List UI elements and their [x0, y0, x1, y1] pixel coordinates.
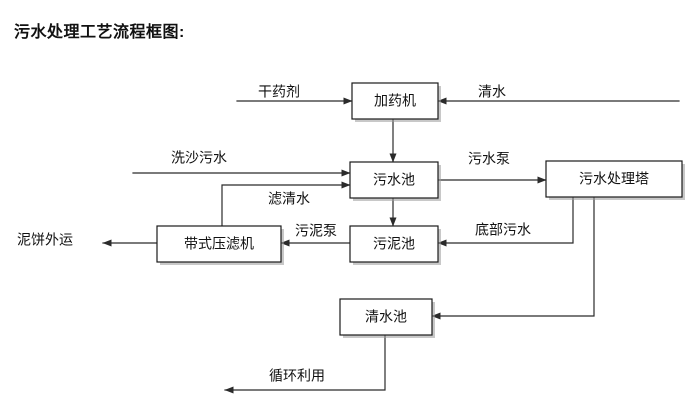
node-box — [349, 225, 439, 263]
node-dosing[interactable]: 加药机 — [351, 82, 441, 122]
io-label-dry_agent: 干药剂 — [258, 84, 300, 100]
edge-clear-pool-recycle — [224, 334, 386, 394]
io-label-sand_sewage: 洗沙污水 — [171, 150, 227, 166]
edge-label-filtrate: 滤清水 — [268, 191, 310, 207]
edge-label-sewage_pump: 污水泵 — [468, 151, 510, 167]
node-box — [351, 82, 439, 120]
node-sewage_pool[interactable]: 污水池 — [349, 161, 441, 201]
edge-label-sludge_pump: 污泥泵 — [295, 223, 337, 239]
node-label: 污水处理塔 — [579, 171, 649, 187]
edge-label-bottom_sewage: 底部污水 — [475, 222, 531, 238]
node-box — [349, 161, 439, 199]
node-box — [156, 225, 282, 263]
edge-tower-to-clear-pool — [431, 196, 595, 320]
node-label: 污水池 — [373, 172, 415, 188]
io-label-mud_cake_out: 泥饼外运 — [17, 232, 73, 248]
edge-label-recycle_use: 循环利用 — [269, 368, 325, 384]
node-clear_pool[interactable]: 清水池 — [339, 298, 435, 338]
node-box — [545, 160, 683, 198]
page-title: 污水处理工艺流程框图: — [14, 24, 185, 41]
node-sludge_pool[interactable]: 污泥池 — [349, 225, 441, 265]
node-treat_tower[interactable]: 污水处理塔 — [545, 160, 685, 200]
node-label: 清水池 — [365, 309, 407, 325]
edge-belt-press-to-sewage-pool — [221, 181, 351, 227]
node-label: 带式压滤机 — [184, 236, 254, 252]
node-belt_press[interactable]: 带式压滤机 — [156, 225, 284, 265]
edge-tower-to-sludge-pool — [437, 196, 574, 247]
io-label-clean_water: 清水 — [478, 84, 506, 100]
edges-layer — [102, 97, 680, 394]
node-box — [339, 298, 433, 336]
node-label: 加药机 — [374, 93, 416, 109]
node-label: 污泥池 — [373, 236, 415, 252]
